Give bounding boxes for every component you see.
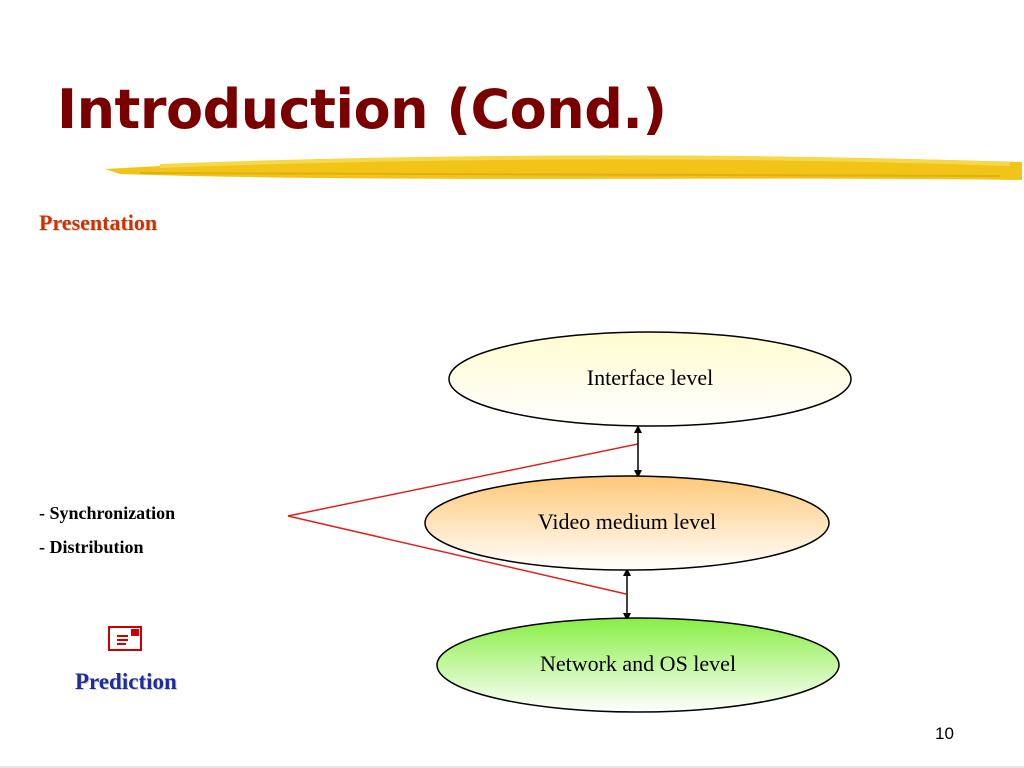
yellow-highlight-stroke bbox=[105, 155, 1022, 180]
bullet-synchronization: - Synchronization bbox=[39, 503, 176, 523]
prediction-link[interactable]: Prediction bbox=[75, 669, 177, 694]
node-label: Interface level bbox=[587, 365, 713, 390]
page-number: 10 bbox=[935, 724, 954, 743]
document-link-icon[interactable] bbox=[108, 626, 142, 651]
bracket-line-upper bbox=[287, 443, 639, 517]
node-label: Network and OS level bbox=[540, 651, 736, 676]
bracket-line-lower bbox=[287, 515, 627, 595]
section-heading: Presentation bbox=[39, 210, 158, 235]
footer-divider bbox=[0, 766, 1024, 768]
node-label: Video medium level bbox=[538, 509, 716, 534]
slide-title: Introduction (Cond.) bbox=[57, 78, 667, 141]
bullet-distribution: - Distribution bbox=[39, 537, 144, 557]
node-interface-level: Interface level bbox=[448, 331, 852, 427]
node-video-medium-level: Video medium level bbox=[424, 475, 830, 571]
node-network-os-level: Network and OS level bbox=[436, 617, 840, 713]
